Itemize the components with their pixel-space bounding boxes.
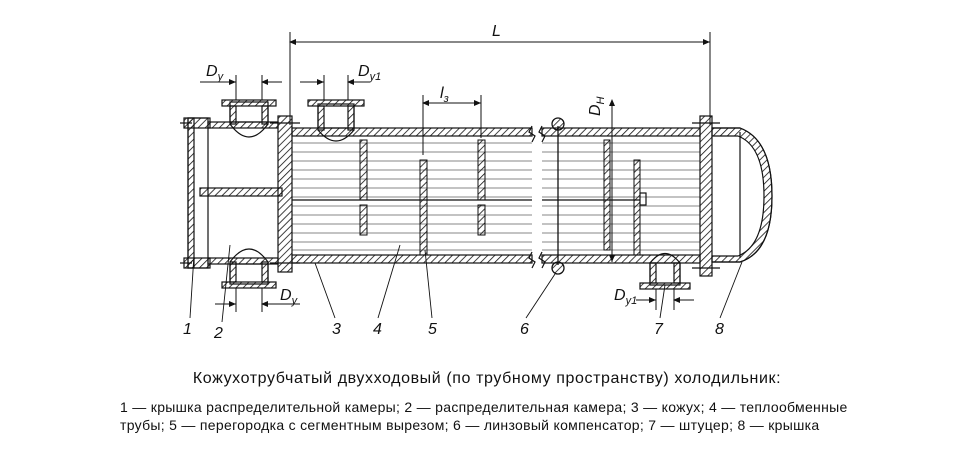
- callout-7: 7: [654, 321, 664, 338]
- lens-compensator: [551, 117, 565, 275]
- label-Dn: DН: [587, 96, 607, 116]
- callout-8: 8: [715, 321, 724, 338]
- dimension-Dy1-top: [300, 75, 370, 100]
- label-Dy-top: Dу: [206, 63, 225, 83]
- callout-3: 3: [332, 321, 341, 338]
- label-Dy1-top: Dу1: [358, 63, 381, 83]
- callout-leaders: [189, 244, 743, 323]
- label-Dy1-bottom: Dу1: [614, 287, 637, 307]
- dimension-L: [289, 32, 711, 125]
- dimension-l3: [422, 95, 482, 155]
- callout-5: 5: [428, 321, 437, 338]
- dimension-Dy-top: [200, 75, 282, 100]
- right-tube-sheet: [692, 115, 720, 277]
- legend-line-2: трубы; 5 — перегородка с сегментным выре…: [120, 417, 820, 433]
- figure-caption-legend: 1 — крышка распределительной камеры; 2 —…: [120, 398, 930, 434]
- dimension-Dy-bottom: [215, 288, 300, 312]
- callout-6: 6: [520, 321, 529, 338]
- tie-rod: [292, 192, 647, 206]
- heat-exchange-tubes: [292, 142, 700, 251]
- chamber-cover: [180, 117, 211, 269]
- baffles: [359, 139, 641, 256]
- label-l3: lз: [440, 85, 449, 105]
- left-tube-sheet: [270, 115, 300, 273]
- legend-line-1: 1 — крышка распределительной камеры; 2 —…: [120, 399, 848, 415]
- distribution-chamber: [199, 99, 283, 289]
- callout-2: 2: [213, 325, 223, 342]
- figure-caption-title: Кожухотрубчатый двухходовый (по трубному…: [192, 370, 782, 387]
- callout-4: 4: [373, 321, 382, 338]
- end-cover: [711, 127, 773, 263]
- callout-1: 1: [183, 321, 192, 338]
- label-L: L: [492, 23, 501, 40]
- label-Dy-bottom: Dу: [280, 287, 299, 307]
- shell: [291, 99, 701, 269]
- dimension-Dy1-bottom: [636, 289, 694, 310]
